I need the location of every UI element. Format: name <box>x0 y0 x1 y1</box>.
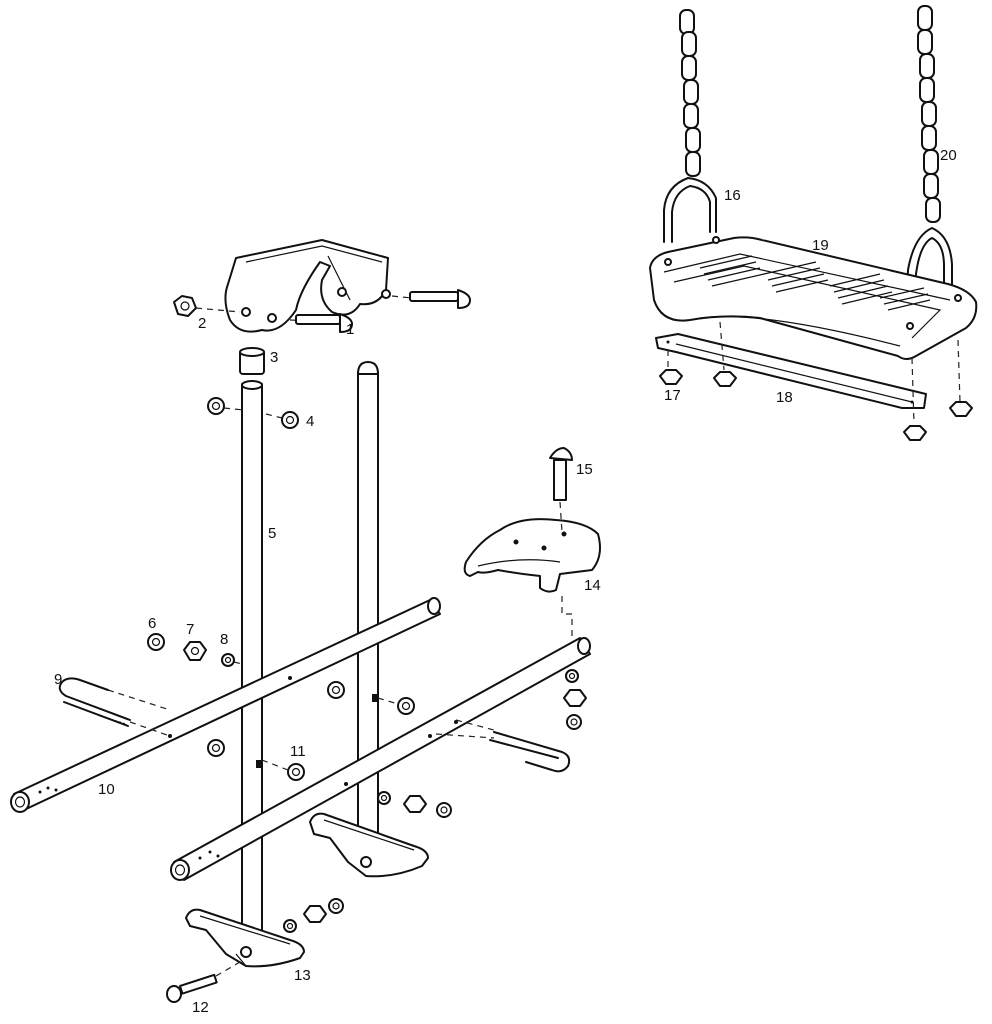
seat-14 <box>463 518 601 636</box>
bolt-1 <box>289 289 471 333</box>
nut-7 <box>183 641 207 661</box>
nut-11 <box>207 681 452 818</box>
callout-7: 7 <box>186 621 194 638</box>
callout-16: 16 <box>724 187 741 204</box>
callout-18: 18 <box>776 389 793 406</box>
cap-3 <box>239 347 265 375</box>
foot-bracket-13 <box>185 908 305 968</box>
chain-20-right <box>917 5 941 223</box>
washer-8 <box>221 653 243 667</box>
hanger-16-right <box>905 227 953 313</box>
callout-labels: 1 2 3 4 5 6 7 8 9 10 11 12 13 14 15 16 1… <box>54 147 957 1016</box>
callout-14: 14 <box>584 577 601 594</box>
callout-8: 8 <box>220 631 228 648</box>
nut-2 <box>173 295 241 317</box>
u-bolt-9 <box>58 677 171 737</box>
callout-9: 9 <box>54 671 62 688</box>
bolt-12 <box>166 961 241 1003</box>
callout-3: 3 <box>270 349 278 366</box>
u-bolt-right <box>435 719 571 773</box>
bolt-15 <box>549 447 573 533</box>
callout-2: 2 <box>198 315 206 332</box>
upright-post-left <box>241 380 263 945</box>
nuts-17 <box>659 369 973 441</box>
brace-18 <box>655 321 961 425</box>
cap-nut-6 <box>147 633 165 651</box>
nuts-14 <box>563 669 587 730</box>
cross-tube-front <box>170 637 591 881</box>
callout-1: 1 <box>346 321 354 338</box>
nuts-13 <box>283 898 344 933</box>
foot-bracket-right <box>309 812 429 878</box>
callout-12: 12 <box>192 999 209 1016</box>
callout-15: 15 <box>576 461 593 478</box>
chain-20-left <box>679 9 701 177</box>
callout-13: 13 <box>294 967 311 984</box>
hanger-16-left <box>663 177 717 243</box>
callout-11: 11 <box>290 743 306 760</box>
callout-4: 4 <box>306 413 314 430</box>
swing-seat-19 <box>649 236 978 360</box>
callout-5: 5 <box>268 525 276 542</box>
top-bracket <box>224 239 391 333</box>
callout-6: 6 <box>148 615 156 632</box>
nut-4 <box>207 397 299 429</box>
callout-20: 20 <box>940 147 957 164</box>
seat-slots <box>699 255 931 311</box>
cross-tube-back <box>10 597 441 813</box>
callout-10: 10 <box>98 781 115 798</box>
callout-19: 19 <box>812 237 829 254</box>
callout-17: 17 <box>664 387 681 404</box>
